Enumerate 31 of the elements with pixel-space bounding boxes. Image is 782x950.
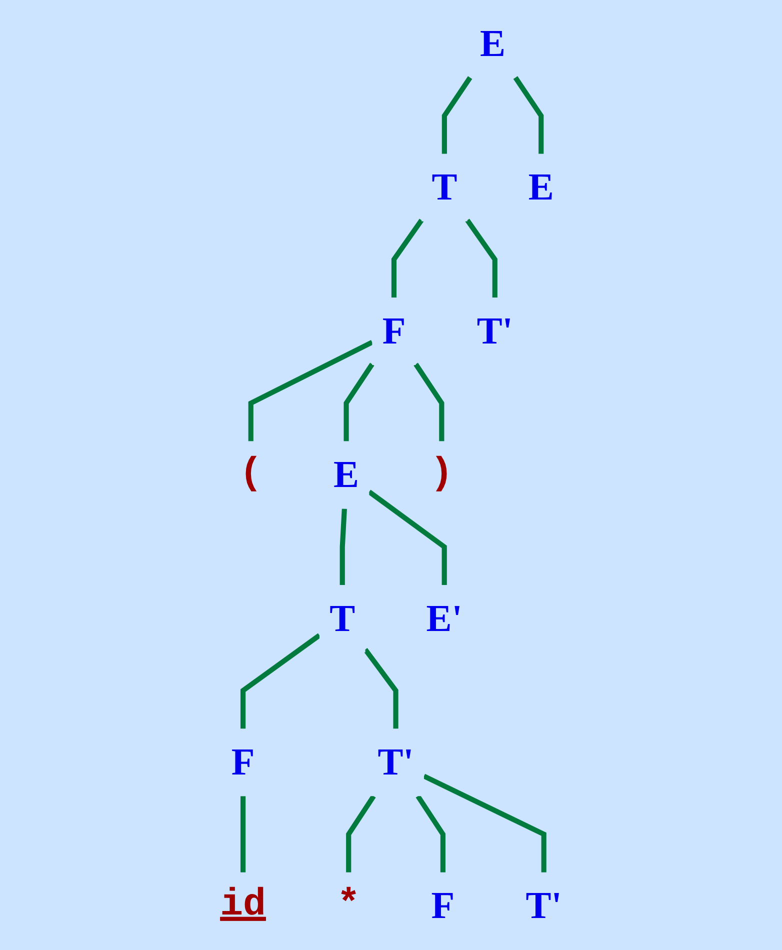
node-text: T' — [526, 885, 562, 928]
node-text: T' — [476, 310, 513, 352]
node-text: E — [480, 22, 506, 65]
connector — [513, 76, 544, 154]
connector — [240, 796, 246, 872]
connector — [344, 362, 374, 442]
node-text: E' — [426, 598, 462, 640]
node-text: id — [220, 884, 266, 928]
connector — [363, 648, 398, 729]
connector — [414, 362, 444, 442]
node-text: T — [432, 166, 458, 209]
node-text: F — [431, 885, 455, 928]
connector — [248, 340, 374, 442]
connector — [368, 490, 447, 585]
node-text: E — [528, 166, 554, 209]
connector — [442, 76, 472, 154]
node-text: F — [231, 741, 255, 784]
connector — [416, 794, 446, 872]
node-text: F — [382, 310, 406, 352]
connector — [422, 774, 546, 872]
connector — [465, 218, 498, 298]
connector — [346, 794, 376, 872]
connector — [391, 218, 424, 298]
connector — [340, 508, 347, 585]
connector — [240, 633, 321, 729]
node-text: E — [334, 454, 359, 496]
node-text: ) — [430, 452, 454, 496]
node-text: * — [337, 884, 360, 928]
node-text: ( — [239, 452, 262, 496]
node-text: T' — [378, 741, 414, 784]
node-text: T — [330, 598, 356, 640]
